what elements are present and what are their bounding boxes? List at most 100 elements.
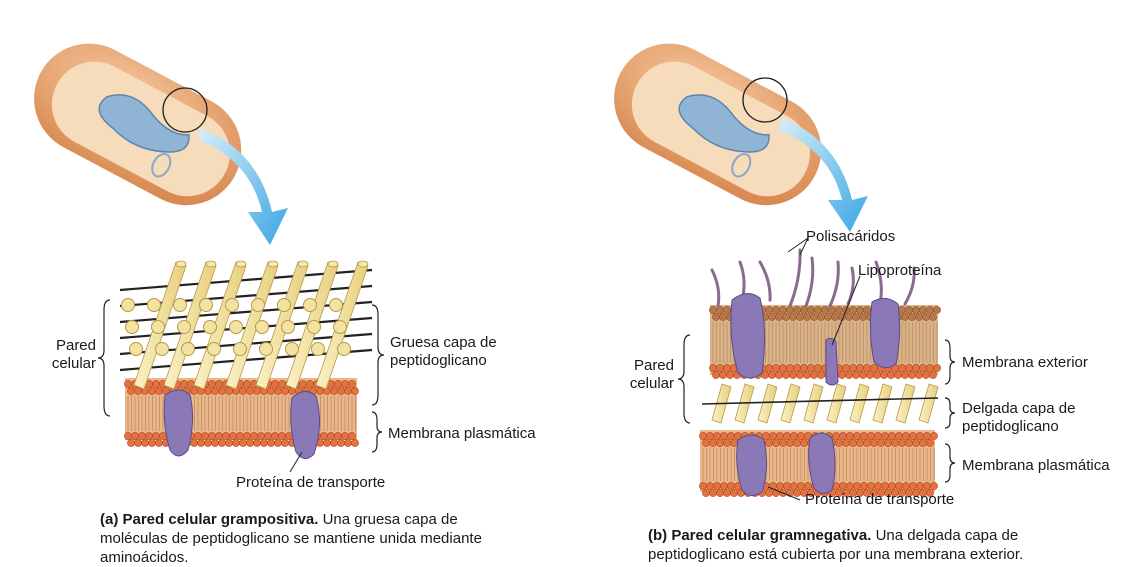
lipid-head: [810, 371, 817, 378]
label-pared-a: Pared: [38, 337, 96, 355]
lipid-head: [880, 371, 887, 378]
lipid-head: [895, 482, 902, 489]
lipid-head: [222, 432, 229, 439]
lipid-head: [867, 432, 874, 439]
lipid-head: [919, 306, 926, 313]
protein-pointer-a: [290, 452, 302, 472]
peptidoglycan-crosssection: [278, 299, 291, 312]
lipid-head: [915, 313, 922, 320]
peptidoglycan-crosssection: [226, 299, 239, 312]
lipid-head: [797, 432, 804, 439]
lipid-head: [790, 432, 797, 439]
peptidoglycan-crosssection: [174, 299, 187, 312]
lipid-head: [278, 432, 285, 439]
rod-end: [268, 261, 278, 267]
label-membrana-plasmatica-b: Membrana plasmática: [962, 457, 1110, 475]
caption-a: (a) Pared celular grampositiva. Una grue…: [100, 510, 560, 567]
lipid-head: [730, 489, 737, 496]
lipid-head: [765, 364, 772, 371]
lipid-head: [327, 432, 334, 439]
lipid-head: [134, 439, 141, 446]
label-polisacaridos: Polisacáridos: [806, 228, 895, 246]
lipid-head: [888, 482, 895, 489]
lipid-head: [351, 387, 358, 394]
lipid-head: [155, 439, 162, 446]
polysaccharide-chain: [712, 270, 719, 306]
lipid-head: [926, 439, 933, 446]
lipid-head: [306, 380, 313, 387]
lipid-head: [723, 364, 730, 371]
lipid-head: [341, 432, 348, 439]
lipid-head: [699, 482, 706, 489]
peptidoglycan-rod: [758, 384, 777, 423]
lipid-head: [208, 432, 215, 439]
lipid-head: [852, 313, 859, 320]
lipid-head: [218, 387, 225, 394]
lipid-head: [779, 439, 786, 446]
lipid-head: [856, 439, 863, 446]
lipid-head: [793, 439, 800, 446]
lipid-head: [783, 432, 790, 439]
peptidoglycan-crosssection: [130, 343, 143, 356]
lipid-head: [782, 313, 789, 320]
lipid-head: [835, 439, 842, 446]
lipid-head: [916, 482, 923, 489]
lipid-head: [793, 489, 800, 496]
peptidoglycan-rod: [896, 384, 915, 423]
lipid-head: [898, 364, 905, 371]
lipid-head: [330, 439, 337, 446]
lipid-head: [863, 439, 870, 446]
peptidoglycan-crosssection: [156, 343, 169, 356]
peptidoglycan-layer-a: [120, 261, 372, 389]
lipid-head: [204, 387, 211, 394]
peptidoglycan-crosssection: [308, 321, 321, 334]
peptidoglycan-rod: [804, 384, 823, 423]
lipid-head: [828, 306, 835, 313]
lipid-head: [271, 432, 278, 439]
lipid-head: [821, 306, 828, 313]
lipid-head: [250, 432, 257, 439]
lipid-head: [849, 306, 856, 313]
lipid-head: [859, 313, 866, 320]
peptidoglycan-crosssection: [252, 299, 265, 312]
lipid-head: [699, 432, 706, 439]
lipid-head: [712, 371, 719, 378]
lipid-head: [187, 380, 194, 387]
lipid-head: [874, 432, 881, 439]
brace-delgada-b: [945, 398, 955, 428]
lipid-head: [817, 371, 824, 378]
peptidoglycan-crosssection: [256, 321, 269, 334]
lipid-head: [211, 439, 218, 446]
lipid-head: [344, 387, 351, 394]
lipid-head: [709, 306, 716, 313]
lipid-head: [877, 439, 884, 446]
lipid-head: [905, 364, 912, 371]
label-proteina-transporte-a: Proteína de transporte: [236, 474, 385, 492]
lipid-head: [881, 432, 888, 439]
lipid-head: [779, 306, 786, 313]
rod-end: [328, 261, 338, 267]
lipid-head: [709, 489, 716, 496]
peptidoglycan-rod: [827, 384, 846, 423]
peptidoglycan-rod: [919, 384, 938, 423]
peptidoglycan-crosssection: [122, 299, 135, 312]
lipid-head: [341, 380, 348, 387]
lipid-head: [779, 364, 786, 371]
lipid-head: [723, 306, 730, 313]
label-gruesa-capa-1: Gruesa capa de: [390, 334, 497, 352]
lipid-head: [772, 439, 779, 446]
lipid-head: [730, 439, 737, 446]
lipid-head: [800, 364, 807, 371]
lipid-head: [789, 371, 796, 378]
lipid-head: [922, 371, 929, 378]
lipid-head: [257, 432, 264, 439]
lipid-head: [215, 432, 222, 439]
label-membrana-exterior: Membrana exterior: [962, 354, 1088, 372]
rod-end: [236, 261, 246, 267]
lipid-head: [124, 432, 131, 439]
caption-a-line2: moléculas de peptidoglicano se mantiene …: [100, 530, 482, 547]
lipid-head: [243, 380, 250, 387]
lipid-head: [926, 364, 933, 371]
lipid-head: [726, 371, 733, 378]
lipid-head: [863, 364, 870, 371]
